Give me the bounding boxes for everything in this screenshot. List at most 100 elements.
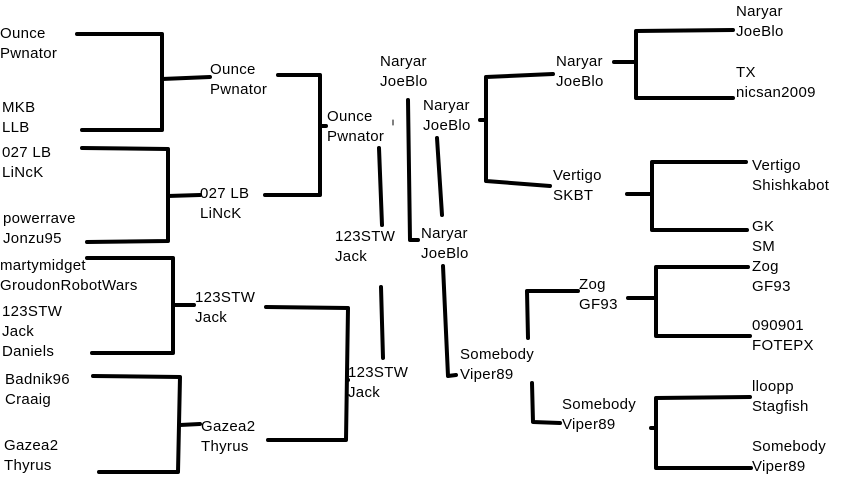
player-name: powerrave [3, 210, 76, 227]
player-name: Ounce [327, 108, 373, 125]
player-name: SKBT [553, 187, 594, 204]
player-name: GroudonRobotWars [0, 277, 138, 294]
player-name: Somebody [752, 438, 827, 455]
player-name: MKB [2, 99, 36, 116]
player-name: Jack [348, 384, 381, 401]
player-name: LiNcK [2, 164, 44, 181]
bracket-connector [484, 72, 555, 188]
player-name: Viper89 [752, 458, 806, 475]
bracket-connector [650, 160, 749, 232]
player-name: Craaig [5, 391, 51, 408]
player-name: Naryar [421, 225, 468, 242]
player-name: Naryar [423, 97, 470, 114]
player-name: Ounce [210, 61, 256, 78]
player-name: TX [736, 64, 756, 81]
player-name: 027 LB [2, 144, 52, 161]
player-name: Viper89 [460, 366, 514, 383]
player-name: Somebody [460, 346, 535, 363]
team-label: 027 LB LiNcK [2, 143, 51, 183]
player-name: Ounce [0, 25, 46, 42]
player-name: 090901 [752, 317, 804, 334]
player-name: JoeBlo [380, 73, 428, 90]
player-name: Daniels [2, 343, 55, 360]
player-name: Thyrus [201, 438, 249, 455]
player-name: Jonzu95 [3, 230, 62, 247]
player-name: Jack [2, 323, 35, 340]
player-name: 123STW [195, 289, 256, 306]
team-label: 123STW Jack [348, 363, 408, 403]
bracket-connector [263, 73, 322, 197]
bracket-connector [441, 264, 458, 378]
bracket-connector [166, 193, 202, 198]
bracket-connector [91, 374, 182, 474]
player-name: Shishkabot [752, 177, 830, 194]
player-name: Vertigo [752, 157, 801, 174]
player-name: JoeBlo [423, 117, 471, 134]
player-name: Gazea2 [4, 437, 59, 454]
bracket-connector [80, 146, 170, 244]
player-name: GF93 [579, 296, 618, 313]
player-name: Somebody [562, 396, 637, 413]
bracket-connector [178, 422, 202, 427]
player-name: Pwnator [210, 81, 268, 98]
player-name: Gazea2 [201, 418, 256, 435]
bracket-connector [654, 395, 753, 470]
player-name: Zog [752, 258, 779, 275]
bracket-connector [160, 75, 212, 81]
bracket-connector [377, 146, 384, 227]
player-name: JoeBlo [421, 245, 469, 262]
player-name: Jack [195, 309, 228, 326]
bracket-connector [435, 136, 444, 217]
player-name: Naryar [380, 53, 427, 70]
player-name: 123STW [335, 228, 396, 245]
bracket-connector [530, 381, 562, 425]
player-name: 027 LB [200, 185, 250, 202]
bracket-connector [264, 305, 350, 442]
player-name: Zog [579, 276, 606, 293]
team-label: TX nicsan2009 [736, 63, 816, 103]
player-name: Vertigo [553, 167, 602, 184]
player-name: Naryar [736, 3, 783, 20]
player-name: Thyrus [4, 457, 52, 474]
player-name: nicsan2009 [736, 84, 816, 101]
team-label: 123STW Jack [195, 288, 255, 328]
player-name: FOTEPX [752, 337, 814, 354]
player-name: 123STW [348, 364, 409, 381]
player-name: GF93 [752, 278, 791, 295]
team-label: MKB LLB [2, 98, 35, 138]
player-name: Badnik96 [5, 371, 70, 388]
player-name: Pwnator [327, 128, 385, 145]
player-name: martymidget [0, 257, 86, 274]
player-name: 123STW [2, 303, 63, 320]
player-name: LiNcK [200, 205, 242, 222]
bracket-connector [525, 289, 580, 340]
bracket-connector [654, 265, 752, 338]
player-name: LLB [2, 119, 30, 136]
player-name: Pwnator [0, 45, 58, 62]
player-name: Stagfish [752, 398, 809, 415]
bracket-connector [634, 28, 735, 100]
player-name: JoeBlo [556, 73, 604, 90]
team-label: 027 LB LiNcK [200, 184, 249, 224]
bracket-connector [406, 98, 420, 242]
player-name: Viper89 [562, 416, 616, 433]
